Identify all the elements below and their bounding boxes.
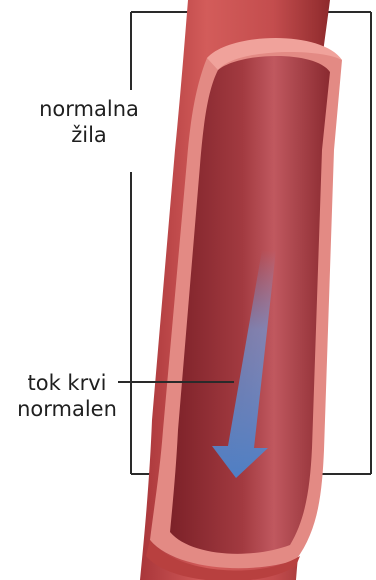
vessel-label: normalna žila: [14, 96, 164, 148]
vessel-label-line2: žila: [14, 122, 164, 148]
vessel-label-line1: normalna: [14, 96, 164, 122]
flow-label-line2: normalen: [2, 396, 132, 422]
flow-label: tok krvi normalen: [2, 370, 132, 422]
flow-label-line1: tok krvi: [2, 370, 132, 396]
